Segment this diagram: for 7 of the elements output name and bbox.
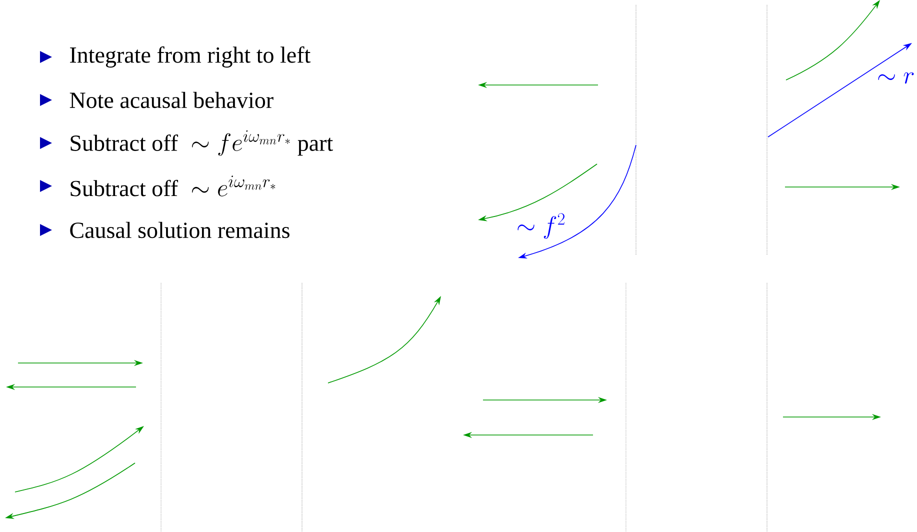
curve-label: $\sim r$ [878,72,914,84]
bullet-text: Note acausal behavior [70,92,274,108]
bullet-text: Integrate from right to left [70,46,311,68]
bullet-text: $\text{Subtract off }\sim e^{i\omega_{mn}r_*}$ [70,176,276,196]
curve-label: $\sim f^2$ [518,213,564,239]
bullet-text: Causal solution remains [70,222,290,238]
bullet-text: $\text{Subtract off }\sim fe^{i\omega_{mn}r_*}\text{ part}$ [70,130,333,156]
